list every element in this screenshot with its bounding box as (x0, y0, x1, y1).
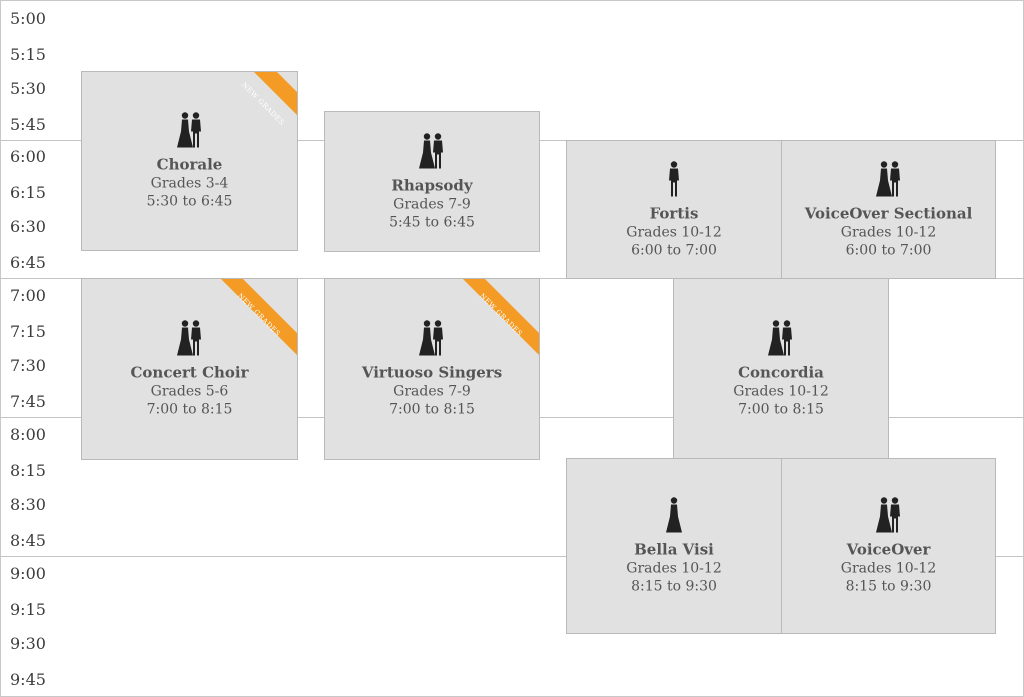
class-name: Fortis (649, 204, 699, 222)
class-name: Concordia (738, 363, 824, 382)
class-block-voiceover[interactable]: VoiceOver Grades 10-12 8:15 to 9:30 (781, 458, 996, 634)
time-label: 5:45 (10, 115, 46, 134)
couple-icon (419, 320, 443, 356)
time-label: 8:45 (10, 531, 46, 550)
class-block-concert-choir[interactable]: NEW GRADES Concert Choir Grades 5-6 7:00… (81, 278, 298, 460)
class-name: Bella Visi (634, 540, 714, 559)
time-label: 8:00 (10, 425, 46, 444)
man-icon (669, 160, 679, 196)
woman-icon (666, 497, 682, 533)
class-time: 7:00 to 8:15 (146, 401, 233, 418)
class-grades: Grades 3-4 (150, 175, 229, 192)
hour-divider-9 (0, 556, 1024, 557)
ribbon-shape (221, 279, 297, 355)
class-name: VoiceOver Sectional (804, 204, 973, 222)
couple-icon (176, 320, 201, 356)
time-label: 9:00 (10, 564, 46, 583)
class-block-bella-visi[interactable]: Bella Visi Grades 10-12 8:15 to 9:30 (566, 458, 782, 634)
new-grades-ribbon: NEW GRADES (463, 279, 539, 355)
time-label: 5:30 (10, 79, 46, 98)
class-time: 6:00 to 7:00 (845, 242, 932, 258)
time-label: 9:30 (10, 634, 46, 653)
class-block-chorale[interactable]: NEW GRADES Chorale Grades 3-4 5:30 to 6:… (81, 71, 298, 251)
time-label: 8:30 (10, 495, 46, 514)
class-block-voiceover-sectional[interactable]: VoiceOver Sectional Grades 10-12 6:00 to… (781, 140, 996, 279)
time-label: 6:15 (10, 183, 46, 202)
class-grades: Grades 7-9 (393, 196, 471, 212)
time-label: 6:45 (10, 253, 46, 272)
time-label: 9:15 (10, 600, 46, 619)
couple-icon (875, 497, 900, 533)
class-name: Virtuoso Singers (361, 363, 503, 382)
class-time: 7:00 to 8:15 (738, 401, 824, 418)
class-name: Rhapsody (391, 176, 473, 194)
class-grades: Grades 5-6 (150, 383, 229, 400)
time-label: 9:45 (10, 670, 46, 689)
class-name: Concert Choir (130, 363, 249, 382)
class-time: 6:00 to 7:00 (631, 242, 717, 258)
time-label: 6:00 (10, 147, 46, 166)
time-label: 7:30 (10, 356, 46, 375)
class-block-fortis[interactable]: Fortis Grades 10-12 6:00 to 7:00 (566, 140, 782, 279)
new-grades-ribbon: NEW GRADES (221, 72, 297, 148)
time-label: 6:30 (10, 217, 46, 236)
class-grades: Grades 10-12 (626, 560, 722, 577)
new-grades-ribbon: NEW GRADES (221, 279, 297, 355)
class-time: 5:45 to 6:45 (389, 214, 475, 230)
class-time: 7:00 to 8:15 (389, 401, 475, 418)
time-label: 7:00 (10, 286, 46, 305)
class-time: 5:30 to 6:45 (146, 193, 233, 210)
couple-icon (419, 132, 443, 168)
class-block-concordia[interactable]: Concordia Grades 10-12 7:00 to 8:15 (673, 278, 889, 460)
class-name: VoiceOver (846, 540, 931, 559)
ribbon-shape (463, 279, 539, 355)
time-label: 7:45 (10, 392, 46, 411)
couple-icon (768, 320, 792, 356)
class-grades: Grades 10-12 (626, 224, 722, 240)
couple-icon (176, 112, 201, 148)
class-grades: Grades 10-12 (733, 383, 829, 400)
class-time: 8:15 to 9:30 (631, 578, 717, 595)
ribbon-shape (254, 72, 297, 115)
class-block-rhapsody[interactable]: Rhapsody Grades 7-9 5:45 to 6:45 (324, 111, 540, 252)
class-block-virtuoso-singers[interactable]: NEW GRADES Virtuoso Singers Grades 7-9 7… (324, 278, 540, 460)
class-name: Chorale (156, 155, 223, 174)
time-label: 5:00 (10, 9, 46, 28)
class-time: 8:15 to 9:30 (845, 578, 932, 595)
class-grades: Grades 10-12 (840, 224, 937, 240)
time-label: 5:15 (10, 45, 46, 64)
class-grades: Grades 10-12 (840, 560, 937, 577)
couple-icon (875, 160, 900, 196)
time-label: 8:15 (10, 461, 46, 480)
class-grades: Grades 7-9 (393, 383, 471, 400)
time-label: 7:15 (10, 322, 46, 341)
